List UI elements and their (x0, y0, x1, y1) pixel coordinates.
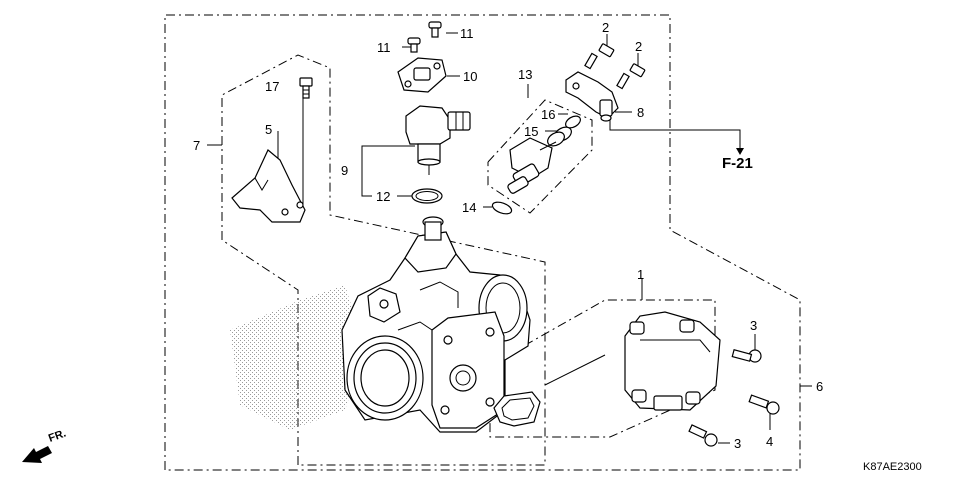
callout-label: 10 (463, 69, 477, 84)
callout-label: 11 (377, 40, 391, 55)
screw-3-upper (731, 349, 762, 363)
o-ring-12-inner (415, 191, 439, 201)
callout-label: 7 (193, 138, 200, 153)
callout-label: 2 (602, 20, 609, 35)
screw-11-left (407, 37, 421, 53)
bolt-2-upper (584, 43, 615, 70)
callout-label: 5 (265, 122, 272, 137)
callout-label: 1 (637, 267, 644, 282)
bracket-5 (231, 149, 306, 223)
shadow-stipple (230, 285, 365, 430)
screw-4 (748, 394, 780, 415)
callout-label: 9 (341, 163, 348, 178)
callout-label: 3 (750, 318, 757, 333)
callout-label: 12 (376, 189, 390, 204)
callout-label: 3 (734, 436, 741, 451)
bolt-2-lower (616, 63, 646, 90)
throttle-body (341, 216, 531, 433)
front-direction-arrow: FR. (22, 427, 68, 463)
reference-arrow (736, 148, 744, 155)
gasket-inner (501, 397, 535, 421)
callout-label: 11 (460, 26, 474, 41)
reference-label: F-21 (722, 155, 753, 172)
callout-label: 2 (635, 39, 642, 54)
fr-label: FR. (47, 427, 68, 444)
leader-lines (207, 32, 812, 444)
o-ring-14 (491, 201, 513, 215)
callout-label: 16 (541, 107, 555, 122)
callout-label: 13 (518, 67, 532, 82)
callout-label: 8 (637, 105, 644, 120)
drawing-code: K87AE2300 (863, 461, 922, 473)
callout-label: 14 (462, 200, 476, 215)
callout-labels: 1 2 2 3 3 4 5 6 7 8 9 10 11 11 12 13 14 … (193, 20, 823, 451)
callout-label: 4 (766, 434, 773, 449)
o-ring-16 (565, 115, 581, 129)
callout-label: 6 (816, 379, 823, 394)
joint-8 (565, 71, 619, 122)
sensor-9 (405, 105, 471, 175)
callout-label: 17 (265, 79, 279, 94)
plate-10 (397, 57, 447, 93)
sensor-unit-1 (624, 311, 721, 411)
callout-label: 15 (524, 124, 538, 139)
bolt-17 (299, 77, 313, 99)
screw-3-lower (688, 424, 718, 447)
injector-13 (507, 137, 557, 194)
seal-15 (547, 126, 572, 147)
screw-11-right (428, 21, 442, 38)
